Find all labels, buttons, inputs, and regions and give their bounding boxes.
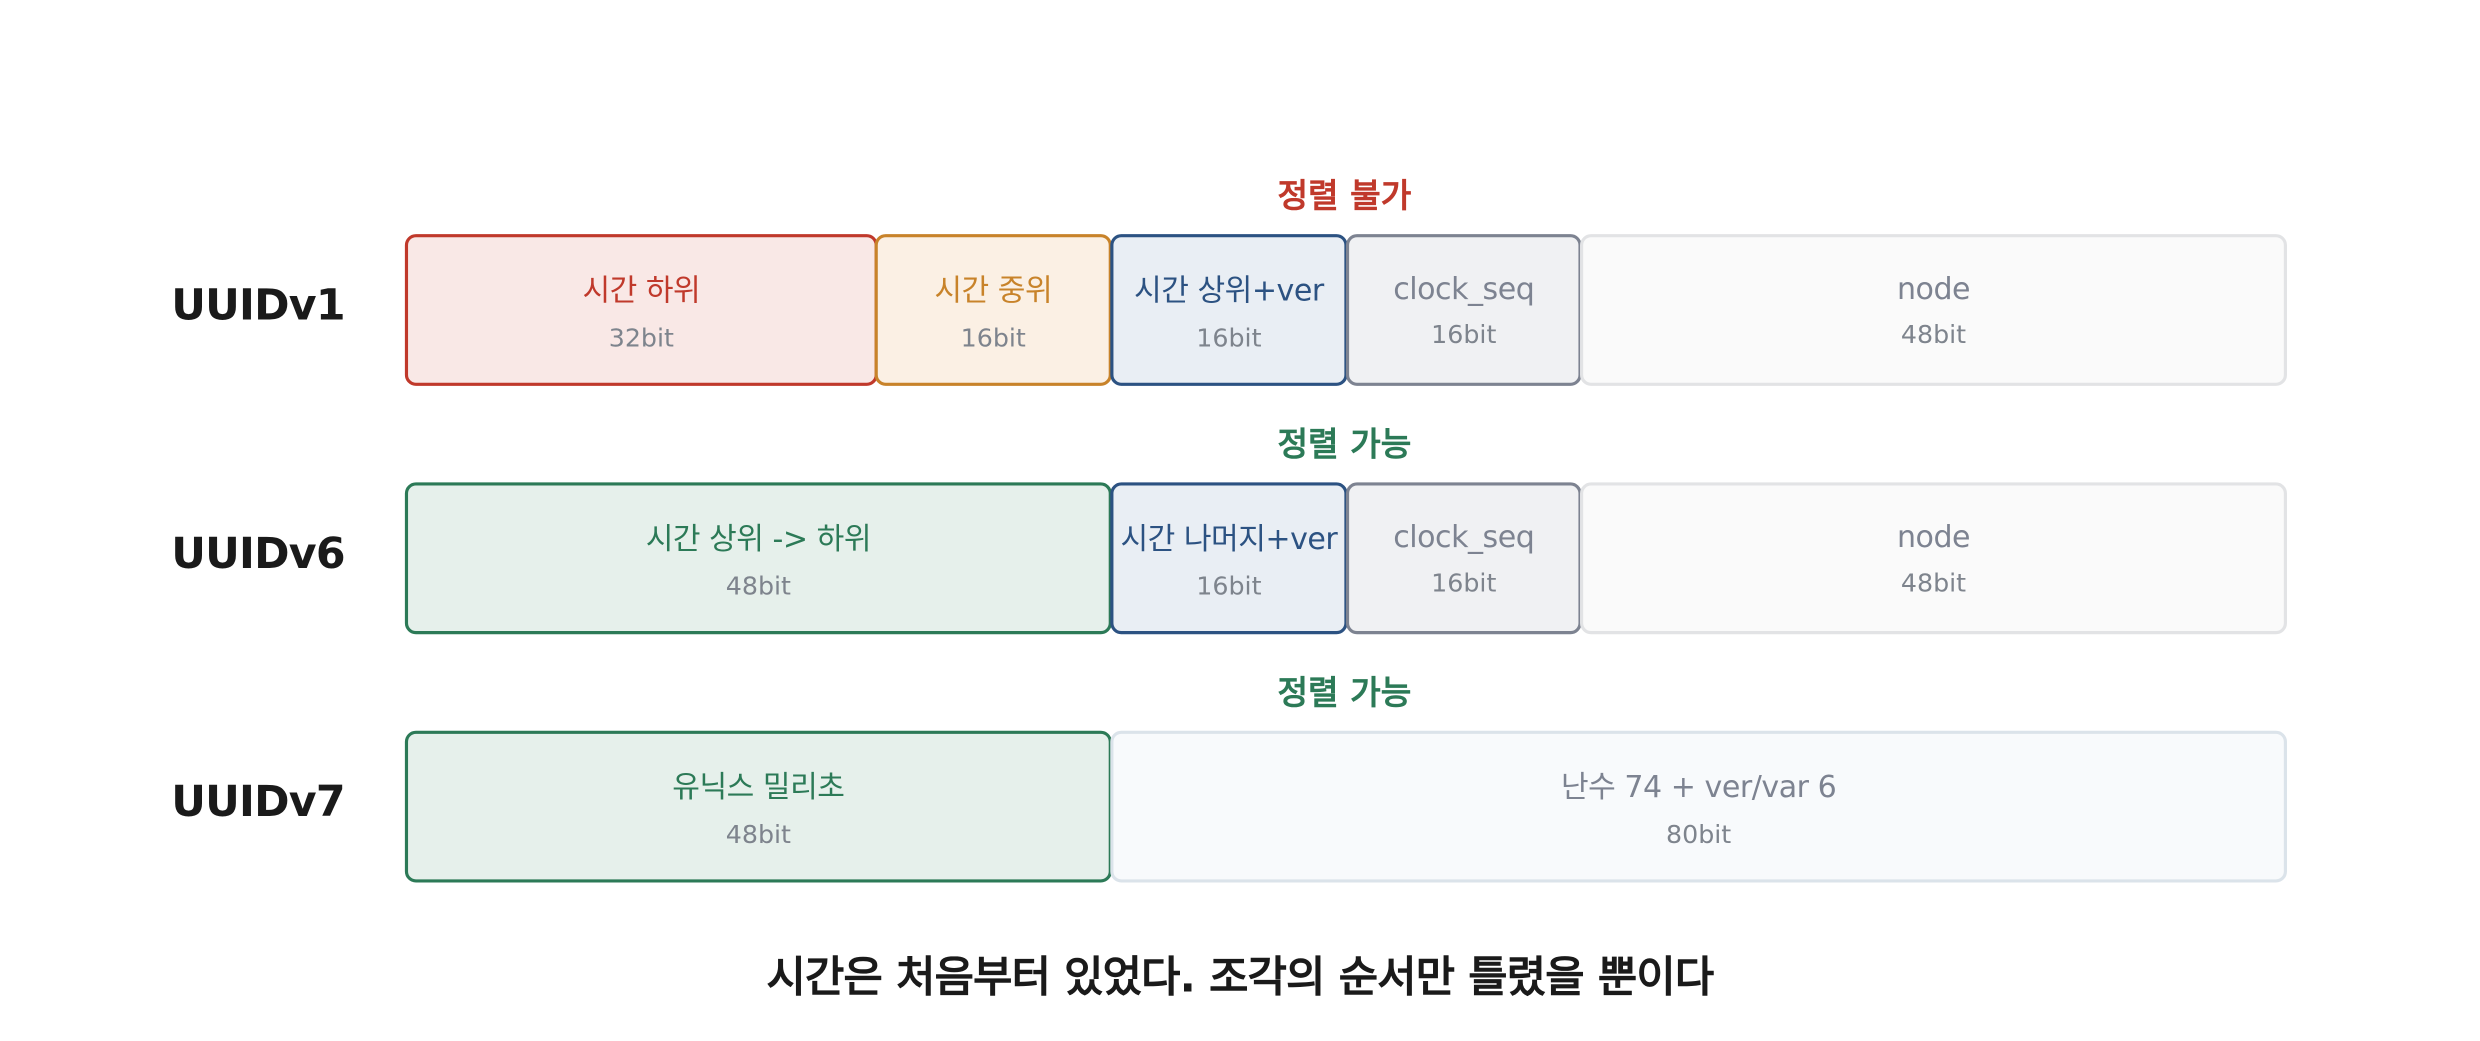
- diagram-caption: 시간은 처음부터 있었다. 조각의 순서만 틀렸을 뿐이다: [766, 953, 1715, 1003]
- field-random: 난수 74 + ver/var 6 80bit: [1110, 730, 2287, 883]
- sort-label-sortable: 정렬 가능: [1277, 425, 1412, 464]
- field-time-high-ver: 시간 상위+ver 16bit: [1110, 234, 1348, 386]
- field-name: 시간 상위 -> 하위: [645, 521, 872, 557]
- field-unix-millis: 유닉스 밀리초 48bit: [404, 730, 1112, 883]
- field-name: 시간 하위: [582, 273, 701, 309]
- field-clock-seq: clock_seq 16bit: [1345, 482, 1582, 635]
- field-bits: 16bit: [1431, 318, 1497, 349]
- field-name: node: [1896, 271, 1971, 307]
- field-name: 시간 상위+ver: [1134, 273, 1324, 309]
- field-name: clock_seq: [1393, 519, 1535, 555]
- row-label-uuidv7: UUIDv7: [171, 778, 345, 828]
- field-bits: 16bit: [1196, 322, 1262, 353]
- field-bits: 80bit: [1666, 819, 1732, 850]
- field-clock-seq: clock_seq 16bit: [1345, 234, 1582, 386]
- field-bits: 48bit: [725, 570, 791, 602]
- field-bits: 48bit: [1900, 318, 1967, 349]
- row-label-uuidv6: UUIDv6: [171, 529, 345, 579]
- field-bits: 16bit: [960, 322, 1026, 353]
- field-time-high-to-low: 시간 상위 -> 하위 48bit: [404, 482, 1112, 635]
- field-name: clock_seq: [1393, 271, 1535, 307]
- field-name: 난수 74 + ver/var 6: [1560, 770, 1837, 806]
- field-name: 시간 중위: [934, 273, 1053, 309]
- field-name: node: [1896, 519, 1971, 555]
- field-node: node 48bit: [1580, 234, 2287, 386]
- field-bits: 16bit: [1196, 570, 1262, 602]
- sort-label-unsortable: 정렬 불가: [1277, 177, 1412, 216]
- field-name: 유닉스 밀리초: [672, 770, 845, 806]
- field-bits: 32bit: [608, 322, 674, 353]
- field-time-low: 시간 하위 32bit: [404, 234, 878, 386]
- sort-label-sortable: 정렬 가능: [1277, 673, 1412, 712]
- field-node: node 48bit: [1580, 482, 2287, 635]
- field-bits: 48bit: [725, 819, 791, 850]
- field-bits: 16bit: [1431, 567, 1497, 598]
- field-name: 시간 나머지+ver: [1120, 521, 1338, 557]
- row-label-uuidv1: UUIDv1: [171, 281, 345, 331]
- field-time-rest-ver: 시간 나머지+ver 16bit: [1110, 482, 1348, 635]
- field-time-mid: 시간 중위 16bit: [874, 234, 1112, 386]
- field-bits: 48bit: [1900, 567, 1967, 598]
